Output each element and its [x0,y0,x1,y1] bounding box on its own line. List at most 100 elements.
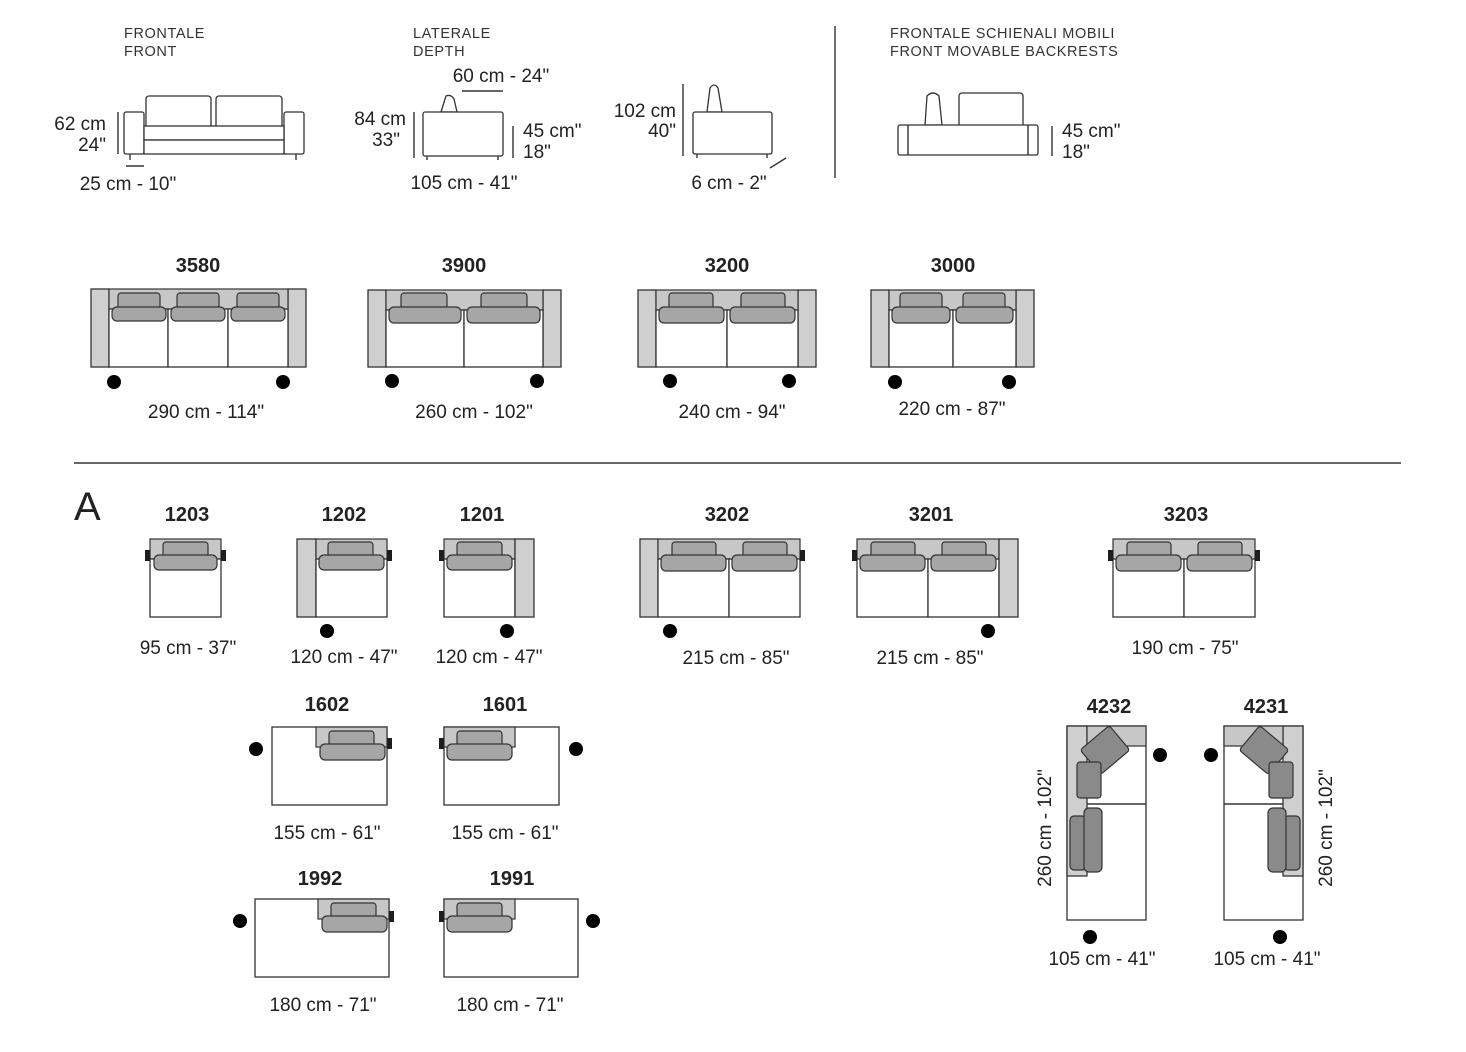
module-length: 260 cm - 102" [1316,769,1337,887]
module-3203: 3203 190 cm - 75" [1108,504,1260,659]
foot-marker-icon [888,375,902,389]
module-code: 4232 [1087,696,1132,718]
module-code: 1602 [305,694,350,716]
movable-label-en: FRONT MOVABLE BACKRESTS [890,44,1118,60]
module-width: 180 cm - 71" [456,995,563,1016]
module-code: 4231 [1244,696,1289,718]
module-1201: 1201 120 cm - 47" [435,504,542,668]
foot-marker-icon [385,374,399,388]
module-width: 105 cm - 41" [1213,949,1320,970]
front-view: FRONTALE FRONT 62 cm 24" 25 cm - 10" [54,26,305,195]
module-code: 1203 [165,504,210,526]
front-label-en: FRONT [124,44,177,60]
foot-marker-icon [1204,748,1218,762]
foot-marker-icon [276,375,290,389]
front-height: 62 cm [54,114,106,135]
reclined-height: 102 cm [614,101,676,122]
front-foot-dim: 25 cm - 10" [80,174,177,195]
depth-height: 84 cm [354,109,406,130]
reclined-height-in: 40" [648,121,676,142]
module-1991: 1991 180 cm - 71" [439,868,600,1016]
depth-seat-height: 45 cm" [523,121,581,142]
reclined-view: 102 cm 40" 6 cm - 2" [614,84,787,194]
module-3580: 3580 290 cm - 114" [90,255,307,423]
foot-marker-icon [663,624,677,638]
foot-marker-icon [320,624,334,638]
module-1202: 1202 120 cm - 47" [290,504,397,668]
module-1992: 1992 180 cm - 71" [233,868,394,1016]
module-code: 1992 [298,868,343,890]
depth-label-it: LATERALE [413,26,491,42]
depth-sofa-drawing [413,94,514,160]
module-width: 215 cm - 85" [682,648,789,669]
movable-sofa-drawing [897,92,1053,156]
depth-total: 105 cm - 41" [410,173,517,194]
depth-view: LATERALE DEPTH 60 cm - 24" 84 cm 33" 45 … [354,26,581,194]
foot-marker-icon [530,374,544,388]
module-code: 3200 [705,255,750,277]
depth-seat-height-in: 18" [523,142,551,163]
module-width: 105 cm - 41" [1048,949,1155,970]
module-code: 3202 [705,504,750,526]
module-4231: 4231 260 cm - 102" 105 cm - 41" [1204,696,1337,970]
foot-marker-icon [586,914,600,928]
module-code: 1601 [483,694,528,716]
foot-marker-icon [1153,748,1167,762]
foot-marker-icon [782,374,796,388]
module-code: 3580 [176,255,221,277]
depth-seat-depth: 60 cm - 24" [453,66,550,87]
module-width: 290 cm - 114" [148,402,264,423]
module-code: 3203 [1164,504,1209,526]
foot-marker-icon [500,624,514,638]
module-width: 120 cm - 47" [290,647,397,668]
module-width: 120 cm - 47" [435,647,542,668]
foot-marker-icon [569,742,583,756]
depth-label-en: DEPTH [413,44,465,60]
module-length: 260 cm - 102" [1035,769,1056,887]
foot-marker-icon [1083,930,1097,944]
foot-marker-icon [1002,375,1016,389]
module-width: 190 cm - 75" [1131,638,1238,659]
module-width: 260 cm - 102" [415,402,533,423]
module-code: 1991 [490,868,535,890]
module-width: 155 cm - 61" [451,823,558,844]
module-code: 3000 [931,255,976,277]
reclined-sofa-drawing [682,84,787,169]
front-sofa-drawing [117,95,305,167]
module-1203: 1203 95 cm - 37" [140,504,237,659]
foot-marker-icon [233,914,247,928]
module-width: 180 cm - 71" [269,995,376,1016]
foot-marker-icon [249,742,263,756]
module-3900: 3900 260 cm - 102" [367,255,562,423]
module-1602: 1602 155 cm - 61" [249,694,392,844]
module-3202: 3202 215 cm - 85" [639,504,805,669]
module-width: 240 cm - 94" [678,402,785,423]
front-height-in: 24" [78,135,106,156]
reclined-gap: 6 cm - 2" [691,173,766,194]
section-letter: A [74,485,101,529]
movable-seat-height-in: 18" [1062,142,1090,163]
module-width: 220 cm - 87" [898,399,1005,420]
depth-height-in: 33" [372,130,400,151]
foot-marker-icon [107,375,121,389]
movable-backrest-view: FRONTALE SCHIENALI MOBILI FRONT MOVABLE … [890,26,1120,163]
module-code: 1202 [322,504,367,526]
movable-seat-height: 45 cm" [1062,121,1120,142]
foot-marker-icon [1273,930,1287,944]
module-4232: 4232 260 cm - 102" 105 cm - 41" [1035,696,1167,970]
foot-marker-icon [981,624,995,638]
module-3200: 3200 240 cm - 94" [637,255,817,423]
module-code: 3900 [442,255,487,277]
module-1601: 1601 155 cm - 61" [439,694,583,844]
module-3000: 3000 220 cm - 87" [870,255,1035,420]
module-code: 1201 [460,504,505,526]
foot-marker-icon [663,374,677,388]
module-width: 155 cm - 61" [273,823,380,844]
module-width: 95 cm - 37" [140,638,237,659]
module-3201: 3201 215 cm - 85" [852,504,1019,669]
module-code: 3201 [909,504,954,526]
movable-label-it: FRONTALE SCHIENALI MOBILI [890,26,1115,42]
front-label-it: FRONTALE [124,26,205,42]
module-width: 215 cm - 85" [876,648,983,669]
